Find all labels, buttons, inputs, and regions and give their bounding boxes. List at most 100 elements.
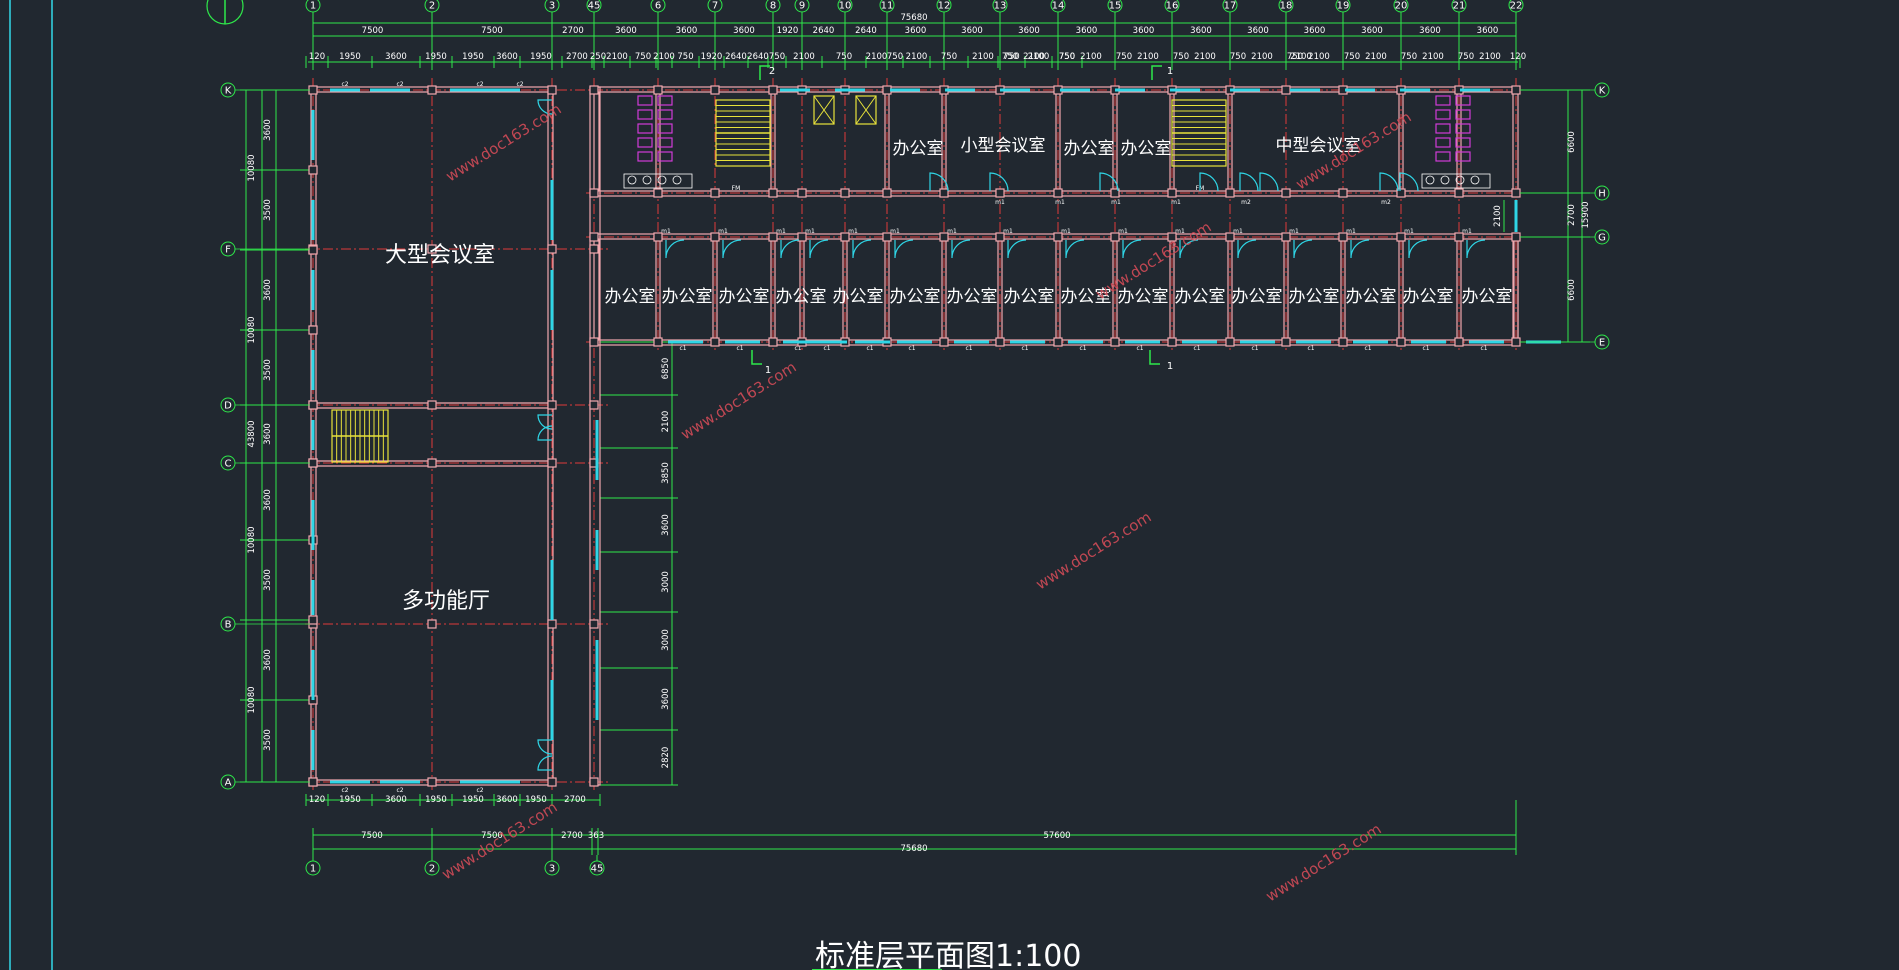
door-tag: m1: [1111, 199, 1121, 206]
watermark: www.doc163.com: [678, 358, 800, 444]
axis-bubble-top-label: 7: [712, 1, 718, 12]
toilet-stall: [1435, 109, 1451, 120]
toilet-stall: [657, 95, 673, 106]
toilet-stall: [1455, 109, 1471, 120]
axis-bubble-top-label: 45: [588, 1, 601, 12]
door-arc: [1259, 172, 1279, 192]
toilet-stall: [1455, 123, 1471, 134]
dim-top-row1: 3600: [1190, 26, 1212, 36]
column: [1396, 337, 1406, 347]
window-tag: c1: [1193, 345, 1200, 352]
axis-bubble-bottom-label: 45: [591, 864, 604, 875]
column: [768, 337, 778, 347]
column: [1110, 337, 1120, 347]
dim-bottom-row1: 1950: [462, 795, 484, 805]
window-tag: c1: [1136, 345, 1143, 352]
axis-bubble-left-label: D: [224, 401, 232, 412]
dim-left-sub: 3600: [263, 119, 273, 141]
axis-bubble-bottom-label: 3: [549, 864, 555, 875]
dim-top-row1: 3600: [1076, 26, 1098, 36]
column: [768, 232, 778, 242]
dim-top-row2: 750: [769, 52, 785, 62]
door-arc: [537, 755, 553, 771]
door-tag: m1: [718, 228, 728, 235]
dim-top-row2: 3600: [496, 52, 518, 62]
window-tag: c1: [1364, 345, 1371, 352]
toilet-stall: [1435, 151, 1451, 162]
door-arc: [1099, 172, 1119, 192]
axis-bubble-top-label: 17: [1224, 1, 1237, 12]
column: [547, 400, 557, 410]
axis-bubble-right-label: K: [1599, 86, 1606, 97]
column: [427, 400, 437, 410]
column: [1454, 232, 1464, 242]
office-label: 办公室: [1118, 287, 1169, 307]
dim-left-overall: 43800: [247, 420, 257, 447]
dim-left-sub: 3600: [263, 649, 273, 671]
toilet-stall: [657, 123, 673, 134]
dim-right: 6600: [1567, 131, 1577, 153]
fixtures: [331, 95, 1491, 463]
column: [308, 325, 318, 335]
dim-top-row2: 750: [677, 52, 693, 62]
door-arc: [809, 239, 829, 259]
dim-bottom-row1: 1950: [525, 795, 547, 805]
door-tag: m1: [661, 228, 671, 235]
door-tag: m1: [1233, 228, 1243, 235]
door-arc: [951, 239, 971, 259]
door-tag: m1: [1175, 228, 1185, 235]
dim-top-row1: 3600: [733, 26, 755, 36]
column: [1338, 337, 1348, 347]
dim-top-row2: 2100: [1080, 52, 1102, 62]
dim-corridor: 3850: [661, 462, 671, 484]
dim-top-row1: 3600: [1133, 26, 1155, 36]
column: [1281, 232, 1291, 242]
column: [1053, 232, 1063, 242]
window-tag: c2: [476, 787, 483, 794]
door-arc: [1237, 239, 1257, 259]
dim-corridor: 6850: [661, 358, 671, 380]
toilet-stall: [1455, 151, 1471, 162]
column: [939, 188, 949, 198]
axis-bubble-top-label: 9: [799, 1, 805, 12]
dim-bottom-row1: 1950: [339, 795, 361, 805]
dim-bottom-row1: 3600: [496, 795, 518, 805]
column: [308, 85, 318, 95]
door-arc: [894, 239, 914, 259]
column: [308, 458, 318, 468]
column: [427, 619, 437, 629]
door-arc: [1239, 172, 1259, 192]
door-arc: [537, 99, 553, 115]
toilet-stall: [1455, 95, 1471, 106]
toilet-stall: [1455, 137, 1471, 148]
window-tag: c1: [823, 345, 830, 352]
axis-bubble-top-label: 12: [938, 1, 951, 12]
office-label: 办公室: [1061, 287, 1112, 307]
column: [882, 232, 892, 242]
door-arc: [852, 239, 872, 259]
watermark: www.doc163.com: [1033, 508, 1155, 594]
column: [1225, 337, 1235, 347]
axis-bubble-top-label: 16: [1166, 1, 1179, 12]
column: [547, 619, 557, 629]
office-label: 办公室: [719, 287, 770, 307]
door-tag: m1: [1055, 199, 1065, 206]
section-mark: [751, 350, 762, 365]
column: [653, 232, 663, 242]
dim-bottom-row1: 120: [309, 795, 325, 805]
sink: [1455, 175, 1465, 185]
toilet-stall: [637, 109, 653, 120]
sink: [1425, 175, 1435, 185]
sink: [1440, 175, 1450, 185]
dim-bottom-row1: 2700: [564, 795, 586, 805]
column: [547, 458, 557, 468]
column: [427, 244, 437, 254]
room-upper-2: 小型会议室: [961, 136, 1046, 156]
door-arc: [1122, 239, 1142, 259]
axis-bubble-top-label: 1: [310, 1, 316, 12]
toilet-stall: [657, 151, 673, 162]
office-label: 办公室: [1462, 287, 1513, 307]
